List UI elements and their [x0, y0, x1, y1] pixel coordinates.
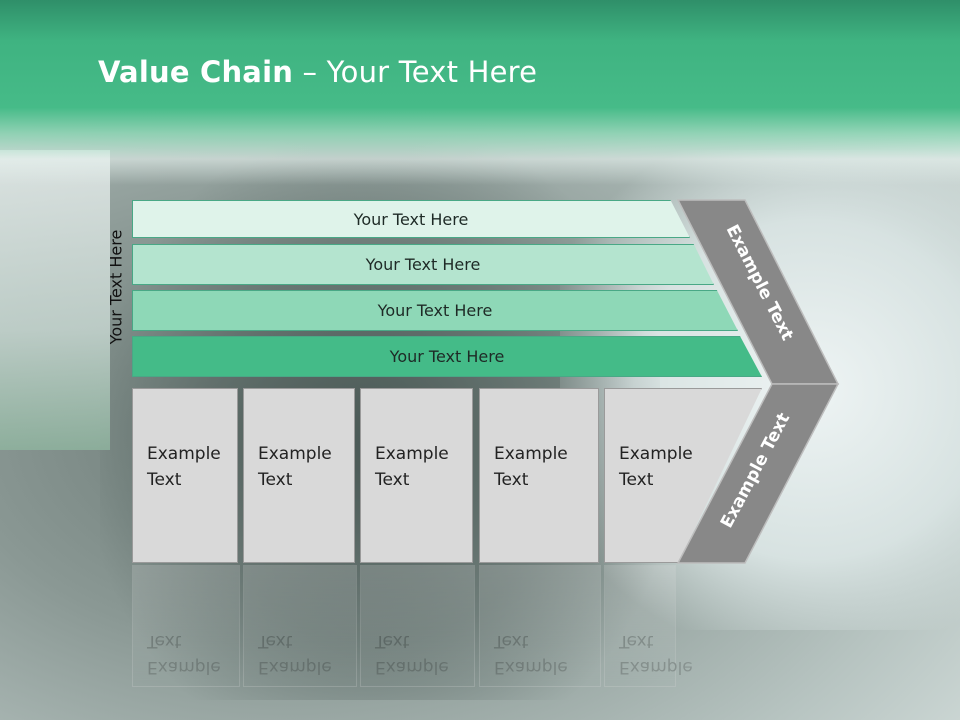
box-text-line2: Text	[147, 470, 182, 490]
support-band-4: Your Text Here	[132, 336, 762, 377]
box-text-line2: Text	[258, 470, 293, 490]
support-band-label: Your Text Here	[377, 301, 493, 320]
support-band-label: Your Text Here	[365, 255, 481, 274]
chevron-lower-arm	[676, 383, 840, 564]
slide-title: Value Chain – Your Text Here	[98, 55, 537, 89]
support-band-1: Your Text Here	[132, 200, 690, 238]
slide-title-bold: Value Chain	[98, 55, 294, 89]
box-text-line1: Example	[258, 444, 332, 464]
box-text-line2: Text	[494, 470, 529, 490]
support-band-label: Your Text Here	[389, 347, 505, 366]
support-band-2: Your Text Here	[132, 244, 714, 285]
box-text-line1: Example	[147, 444, 221, 464]
slide-title-rest: – Your Text Here	[293, 55, 538, 89]
header-banner	[0, 0, 960, 185]
background-left-strip	[0, 150, 110, 450]
box-text-line1: Example	[375, 444, 449, 464]
box-text-line2: Text	[619, 470, 654, 490]
support-band-3: Your Text Here	[132, 290, 738, 331]
box-text-line1: Example	[494, 444, 568, 464]
support-band-label: Your Text Here	[353, 209, 469, 229]
box-text-line2: Text	[375, 470, 410, 490]
box-text-line1: Example	[619, 444, 693, 464]
